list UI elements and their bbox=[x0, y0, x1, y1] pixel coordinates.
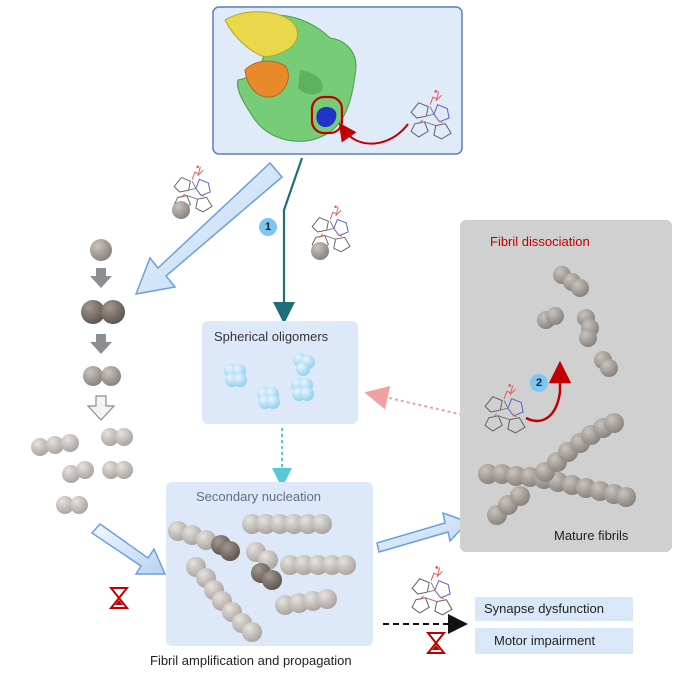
hourglass-icon bbox=[425, 632, 447, 654]
fibril-dissociation-label: Fibril dissociation bbox=[490, 234, 590, 249]
outcome-motor-impairment: Motor impairment bbox=[494, 633, 596, 648]
step-1-badge: 1 bbox=[259, 218, 277, 236]
spherical-oligomers-label: Spherical oligomers bbox=[214, 329, 329, 344]
fibril-amplification-label: Fibril amplification and propagation bbox=[150, 653, 352, 668]
secondary-nucleation-label: Secondary nucleation bbox=[196, 489, 322, 504]
step-2-badge: 2 bbox=[530, 374, 548, 392]
protein-panel bbox=[212, 6, 463, 155]
hourglass-icon bbox=[108, 587, 130, 609]
mature-fibrils-label: Mature fibrils bbox=[554, 528, 629, 543]
outcome-synapse-dysfunction: Synapse dysfunction bbox=[484, 601, 604, 616]
blue-arrow-down-left bbox=[134, 161, 284, 295]
